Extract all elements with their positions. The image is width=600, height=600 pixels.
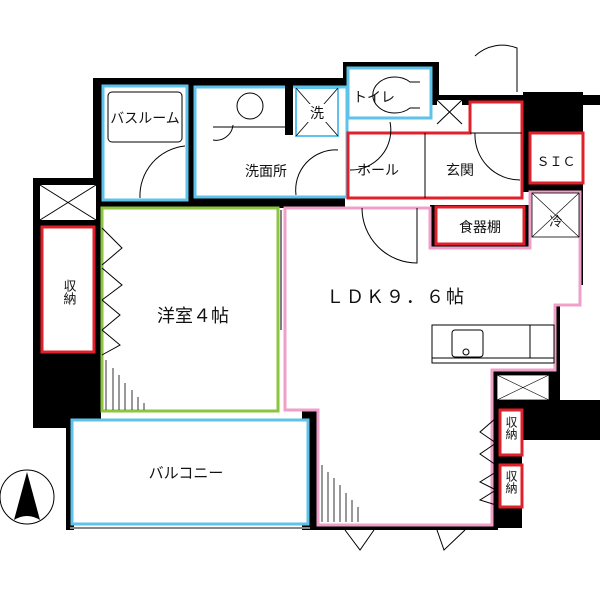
storage-2 [498,463,524,509]
balcony: バルコニー [70,418,310,529]
fridge-label: 冷 [549,215,562,230]
balcony-label: バルコニー [149,464,224,482]
sic-closet [528,131,585,185]
ldk-window-hatch [321,465,359,522]
ldk-label: ＬＤＫ９．６帖 [326,287,466,308]
storage-1-label: 収納 [504,416,518,440]
closet-left [40,225,96,354]
washroom: 洗 洗面所 [193,85,349,199]
bathroom: バスルーム [101,84,189,202]
entrance-label: 玄関 [446,162,474,179]
western-room: 洋室４帖 [100,206,282,413]
ldk: 食器棚 冷 ＬＤＫ９．６帖 [283,190,582,527]
hall-entrance: ホール 玄関 [346,44,524,200]
sink-icon [451,329,484,358]
storage-1 [498,408,524,457]
cupboard-label: 食器棚 [459,219,501,236]
washer-label: 洗 [310,106,324,122]
storage-2-label: 収納 [504,470,518,494]
bathroom-label: バスルーム [110,111,180,127]
north-arrow-icon [0,469,55,525]
toilet: トイレ [346,66,433,120]
western-room-label: 洋室４帖 [157,306,229,327]
closet-left-label: 収納 [61,279,77,306]
toilet-label: トイレ [353,90,395,106]
hall-label: ホール [357,163,399,179]
washroom-label: 洗面所 [245,164,287,180]
sic-label: ＳＩＣ [536,155,575,170]
